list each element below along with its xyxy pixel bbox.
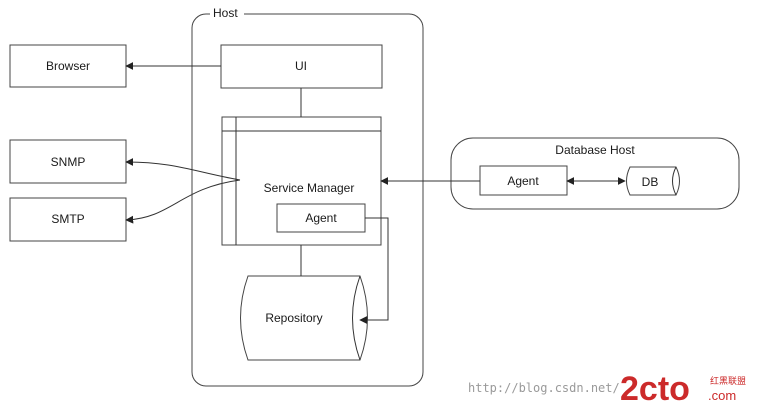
watermark-domain: .com [708, 388, 736, 403]
watermark-url: http://blog.csdn.net/ [468, 381, 620, 395]
browser-label: Browser [46, 59, 90, 73]
snmp-box: SNMP [9, 139, 127, 184]
service-manager-label: Service Manager [264, 181, 355, 195]
database-host-label: Database Host [555, 143, 635, 157]
agent-label: Agent [305, 211, 337, 225]
db-cylinder: DB [626, 166, 680, 196]
agent-box: Agent [276, 203, 366, 233]
db-agent-box: Agent [479, 165, 568, 196]
smtp-box: SMTP [9, 197, 127, 242]
ui-box: UI [220, 44, 383, 89]
watermark-logo: 2cto [620, 370, 690, 408]
db-agent-label: Agent [507, 174, 539, 188]
service-manager-to-snmp-arrow [125, 158, 241, 181]
ui-label: UI [295, 59, 307, 73]
smtp-label: SMTP [51, 212, 84, 226]
host-label: Host [213, 6, 238, 20]
repository-label: Repository [265, 311, 322, 325]
snmp-label: SNMP [51, 155, 86, 169]
db-label: DB [642, 175, 659, 189]
watermark-tagline: 红黑联盟 [710, 375, 746, 387]
repository-cylinder: Repository [240, 275, 368, 361]
browser-box: Browser [9, 44, 127, 88]
watermark: http://blog.csdn.net/ 2cto .com 红黑联盟 [468, 370, 746, 408]
service-manager-to-smtp-arrow [125, 179, 241, 224]
agent-to-repository-arrow [359, 217, 389, 324]
connectors [125, 62, 626, 324]
